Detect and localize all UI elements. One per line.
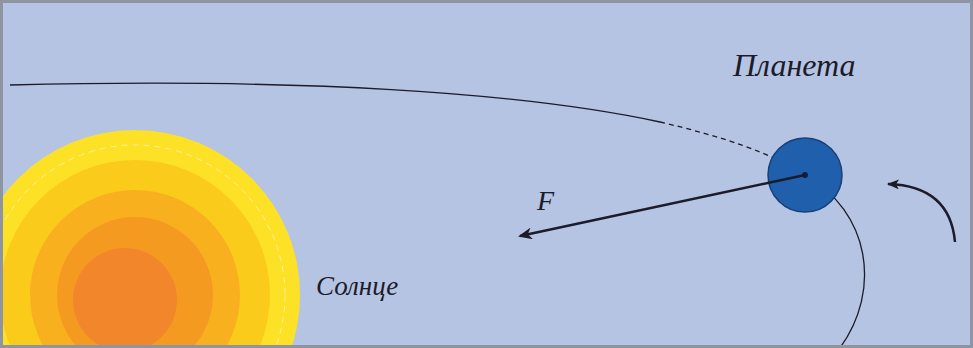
orbit bbox=[10, 83, 660, 122]
sun-label: Солнце bbox=[316, 272, 398, 302]
planet-label: Планета bbox=[733, 48, 856, 83]
force-label: F bbox=[537, 186, 554, 217]
motion-arrow bbox=[888, 184, 955, 242]
force-arrow bbox=[520, 175, 805, 236]
sun bbox=[0, 130, 300, 348]
